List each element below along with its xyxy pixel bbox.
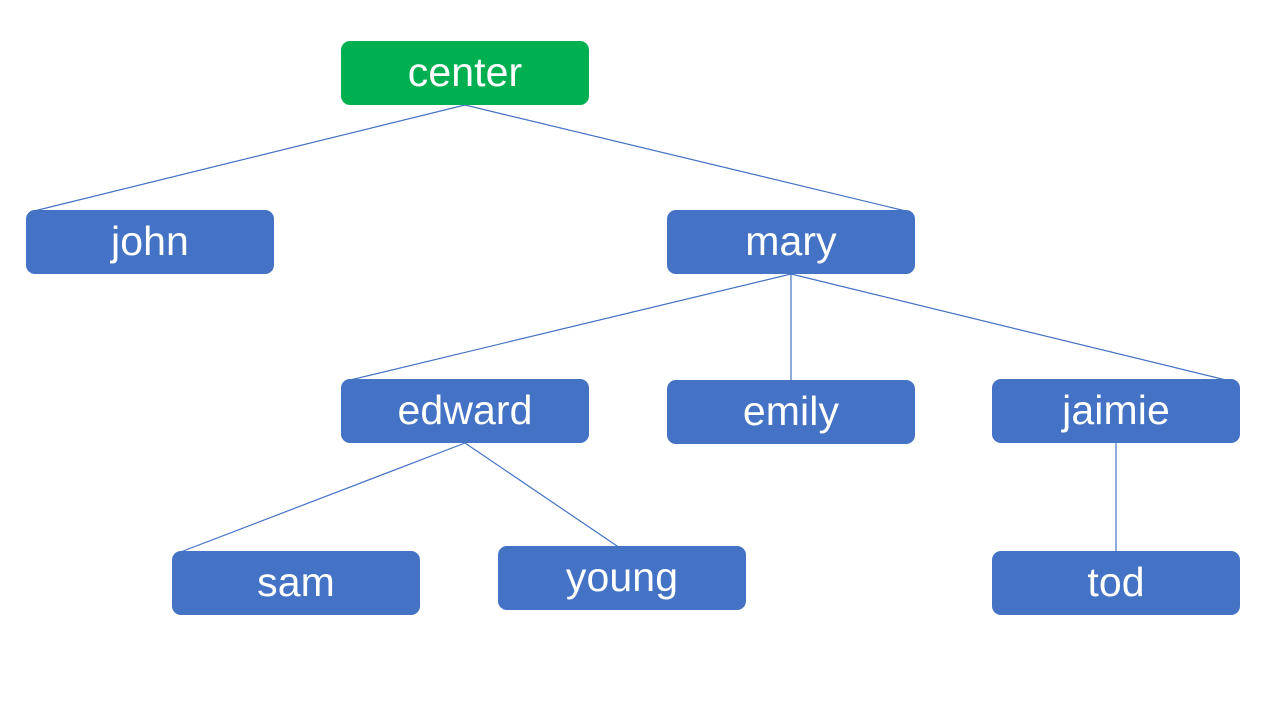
node-label-young: young bbox=[565, 553, 679, 600]
node-tod[interactable]: tod bbox=[992, 551, 1240, 615]
node-jaimie[interactable]: jaimie bbox=[992, 379, 1240, 443]
edge-mary-to-jaimie bbox=[790, 273, 1231, 382]
node-label-john: john bbox=[111, 217, 189, 264]
node-center[interactable]: center bbox=[341, 41, 589, 105]
node-emily[interactable]: emily bbox=[667, 380, 915, 444]
edge-center-to-john bbox=[29, 104, 466, 213]
node-label-tod: tod bbox=[1087, 558, 1145, 605]
node-young[interactable]: young bbox=[498, 546, 746, 610]
edge-edward-to-sam bbox=[177, 442, 466, 554]
node-label-center: center bbox=[407, 48, 523, 95]
node-label-sam: sam bbox=[257, 558, 335, 605]
edge-mary-to-edward bbox=[345, 273, 792, 382]
node-label-jaimie: jaimie bbox=[1062, 386, 1170, 433]
node-mary[interactable]: mary bbox=[667, 210, 915, 274]
edge-edward-to-young bbox=[464, 442, 621, 549]
node-john[interactable]: john bbox=[26, 210, 274, 274]
node-label-mary: mary bbox=[745, 217, 837, 264]
node-edward[interactable]: edward bbox=[341, 379, 589, 443]
node-label-emily: emily bbox=[742, 387, 840, 434]
edge-center-to-mary bbox=[464, 104, 911, 213]
node-sam[interactable]: sam bbox=[172, 551, 420, 615]
node-label-edward: edward bbox=[397, 386, 533, 433]
